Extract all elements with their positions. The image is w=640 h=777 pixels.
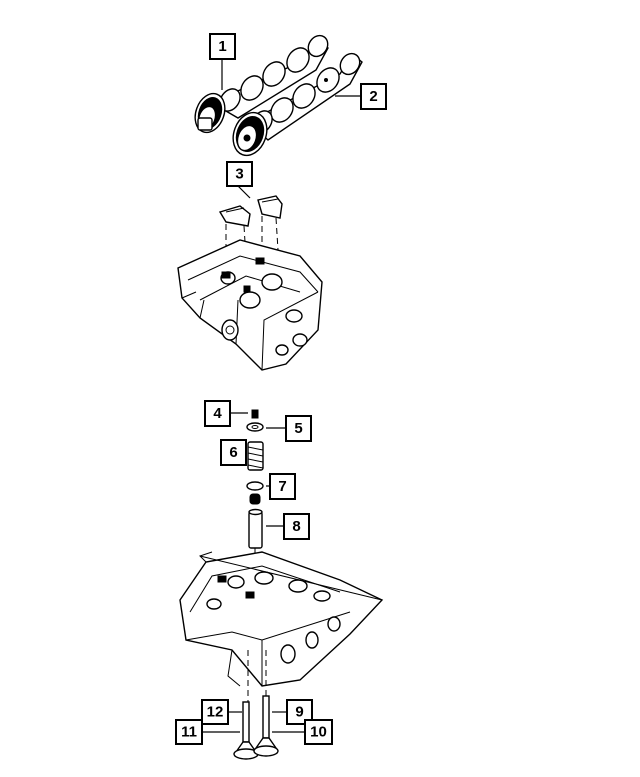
callout-8: 8 [283, 513, 310, 540]
camshaft-2 [232, 52, 363, 157]
leader-lines [202, 60, 361, 733]
callout-6-label: 6 [229, 444, 237, 461]
cylinder-head-upper [177, 239, 323, 371]
callout-2: 2 [360, 83, 387, 110]
valve-group [233, 695, 279, 760]
callout-2-label: 2 [369, 88, 377, 105]
callout-4-label: 4 [213, 405, 222, 422]
callout-11-label: 11 [181, 724, 197, 741]
callout-1-label: 1 [218, 38, 226, 55]
callout-7: 7 [269, 473, 296, 500]
callout-12: 12 [201, 699, 229, 725]
camshaft-1 [194, 34, 329, 134]
camshaft-group [194, 34, 363, 157]
callout-1: 1 [209, 33, 236, 60]
callout-8-label: 8 [292, 518, 300, 535]
callout-10: 10 [304, 719, 333, 745]
callout-5: 5 [285, 415, 312, 442]
callout-12-label: 12 [207, 704, 224, 721]
callout-3: 3 [226, 161, 253, 187]
callout-4: 4 [204, 400, 231, 427]
callout-11: 11 [175, 719, 203, 745]
callout-3-label: 3 [235, 166, 243, 183]
rocker-arm-group [218, 195, 283, 262]
callout-7-label: 7 [278, 478, 286, 495]
valve-exhaust [253, 695, 279, 757]
callout-10-label: 10 [310, 724, 327, 741]
cylinder-head-lower [179, 551, 384, 704]
callout-6: 6 [220, 439, 247, 466]
callout-5-label: 5 [294, 420, 302, 437]
callout-9-label: 9 [295, 704, 303, 721]
